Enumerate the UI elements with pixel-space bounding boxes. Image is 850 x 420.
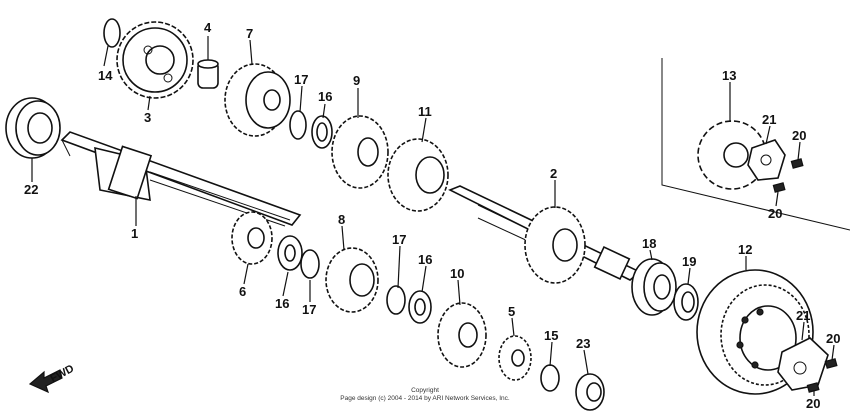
gear-part-11[interactable] bbox=[387, 138, 449, 212]
gear-part-7[interactable] bbox=[224, 63, 291, 137]
label-part-18: 18 bbox=[642, 236, 656, 251]
label-part-16-right: 16 bbox=[418, 252, 432, 267]
plate-part-21-upper[interactable] bbox=[747, 139, 786, 181]
label-part-5: 5 bbox=[508, 304, 515, 319]
copyright-line-1: Copyright bbox=[411, 387, 439, 394]
label-part-19: 19 bbox=[682, 254, 696, 269]
detail-frame bbox=[661, 58, 850, 231]
label-part-8: 8 bbox=[338, 212, 345, 227]
washer-part-15[interactable] bbox=[540, 364, 560, 392]
label-part-9: 9 bbox=[353, 73, 360, 88]
fwd-indicator: FWD bbox=[28, 363, 76, 394]
gear-part-5[interactable] bbox=[498, 335, 532, 381]
gear-part-9[interactable] bbox=[331, 115, 389, 189]
gear-part-3[interactable] bbox=[116, 21, 194, 99]
countershaft-part-2[interactable] bbox=[448, 185, 642, 284]
washer-part-16-lower[interactable] bbox=[277, 235, 303, 271]
label-part-1: 1 bbox=[131, 226, 138, 241]
bolt-part-20-upper-a[interactable] bbox=[790, 158, 804, 169]
fwd-label: FWD bbox=[48, 363, 76, 385]
label-part-17-lower: 17 bbox=[302, 302, 316, 317]
bolt-part-20-lower-a[interactable] bbox=[824, 358, 838, 369]
bolt-part-20-upper-b[interactable] bbox=[772, 182, 786, 193]
label-part-15: 15 bbox=[544, 328, 558, 343]
label-part-10: 10 bbox=[450, 266, 464, 281]
label-part-20-upper-b: 20 bbox=[768, 206, 782, 221]
label-part-3: 3 bbox=[144, 110, 151, 125]
label-part-20-lower-b: 20 bbox=[806, 396, 820, 411]
label-part-22: 22 bbox=[24, 182, 38, 197]
seal-part-19[interactable] bbox=[673, 283, 699, 321]
label-part-17-right: 17 bbox=[392, 232, 406, 247]
washer-part-16-right[interactable] bbox=[408, 290, 432, 324]
label-part-21-lower: 21 bbox=[796, 308, 810, 323]
label-part-6: 6 bbox=[239, 284, 246, 299]
label-part-4: 4 bbox=[204, 20, 212, 35]
fwd-arrow-icon bbox=[28, 369, 63, 394]
washer-part-16-upper[interactable] bbox=[311, 115, 333, 149]
gear-part-8[interactable] bbox=[325, 247, 379, 313]
label-part-20-lower-a: 20 bbox=[826, 331, 840, 346]
label-part-20-upper-a: 20 bbox=[792, 128, 806, 143]
bearing-part-22[interactable] bbox=[5, 97, 61, 159]
label-part-13: 13 bbox=[722, 68, 736, 83]
gear-part-6[interactable] bbox=[231, 211, 273, 265]
gear-part-10[interactable] bbox=[437, 302, 487, 368]
bearing-part-23[interactable] bbox=[575, 373, 605, 411]
label-part-11: 11 bbox=[418, 104, 432, 119]
label-part-23: 23 bbox=[576, 336, 590, 351]
label-part-2: 2 bbox=[550, 166, 557, 181]
mainshaft-part-1[interactable] bbox=[60, 131, 302, 227]
label-part-16-upper: 16 bbox=[318, 89, 332, 104]
circlip-part-17-right[interactable] bbox=[386, 285, 406, 315]
label-part-16-lower: 16 bbox=[275, 296, 289, 311]
label-part-7: 7 bbox=[246, 26, 253, 41]
label-part-14: 14 bbox=[98, 68, 113, 83]
circlip-part-17-lower[interactable] bbox=[300, 249, 320, 279]
bearing-part-18[interactable] bbox=[631, 258, 677, 316]
label-part-21-upper: 21 bbox=[762, 112, 776, 127]
label-part-12: 12 bbox=[738, 242, 752, 257]
copyright-line-2: Page design (c) 2004 - 2014 by ARI Netwo… bbox=[340, 395, 510, 402]
bushing-part-4[interactable] bbox=[197, 59, 219, 89]
circlip-part-17-upper[interactable] bbox=[289, 110, 307, 140]
label-part-17-upper: 17 bbox=[294, 72, 308, 87]
leader-lines bbox=[31, 36, 835, 396]
washer-part-14[interactable] bbox=[103, 18, 121, 48]
